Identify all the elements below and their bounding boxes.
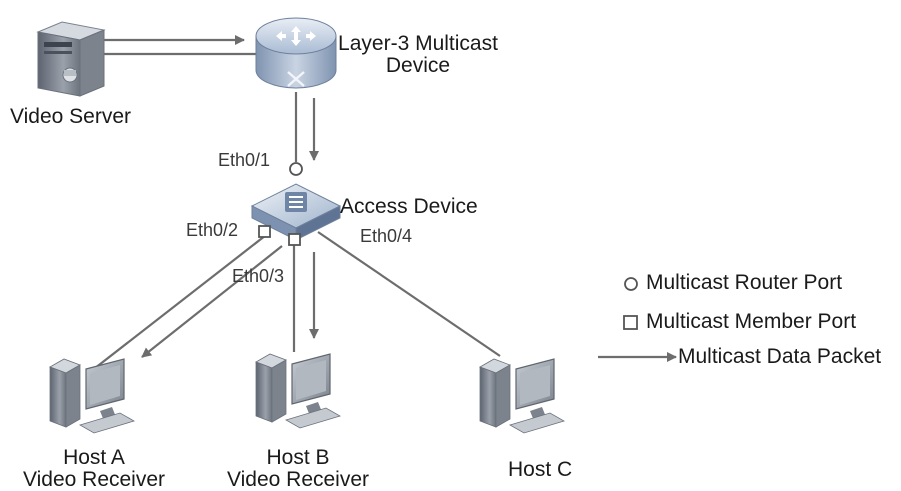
access-device-label: Access Device xyxy=(340,195,478,218)
host-b-label-line1: Host B xyxy=(266,446,330,469)
l3-device-label-line2: Device xyxy=(385,54,451,77)
router-icon xyxy=(255,17,337,89)
arrow-access-to-hosta xyxy=(141,245,283,358)
link-access-hosta xyxy=(89,231,271,373)
port-label-eth0-2: Eth0/2 xyxy=(186,220,239,240)
legend-router-port-label: Multicast Router Port xyxy=(646,271,843,294)
legend-member-port-icon xyxy=(623,315,638,330)
legend-member-port-label: Multicast Member Port xyxy=(646,310,857,333)
host-a-label-line2: Video Receiver xyxy=(22,468,166,491)
host-c-label: Host C xyxy=(508,458,573,481)
host-b-label: Host B Video Receiver xyxy=(222,447,374,491)
member-port-marker-eth0-2 xyxy=(258,225,271,238)
l3-device-label-line1: Layer-3 Multicast xyxy=(338,32,498,55)
member-port-marker-eth0-3 xyxy=(288,233,301,246)
legend-data-packet-label: Multicast Data Packet xyxy=(678,345,882,368)
video-server-label: Video Server xyxy=(10,105,132,128)
legend-router-port-icon xyxy=(624,277,638,291)
port-label-eth0-4: Eth0/4 xyxy=(360,226,413,246)
connection-lines xyxy=(89,52,501,373)
host-a-icon xyxy=(49,358,136,434)
host-a-label: Host A Video Receiver xyxy=(20,447,168,491)
host-c-icon xyxy=(479,358,566,434)
port-label-eth0-1: Eth0/1 xyxy=(218,150,271,170)
data-flow-arrows xyxy=(104,35,319,358)
router-port-marker xyxy=(289,162,303,176)
host-b-icon xyxy=(255,353,342,429)
l3-device-label: Layer-3 Multicast Device xyxy=(330,33,506,77)
port-label-eth0-3: Eth0/3 xyxy=(232,266,285,286)
link-access-hostc xyxy=(317,231,501,357)
host-b-label-line2: Video Receiver xyxy=(226,468,370,491)
host-a-label-line1: Host A xyxy=(63,446,125,469)
access-switch-icon xyxy=(250,183,342,241)
video-server-icon xyxy=(36,21,106,97)
